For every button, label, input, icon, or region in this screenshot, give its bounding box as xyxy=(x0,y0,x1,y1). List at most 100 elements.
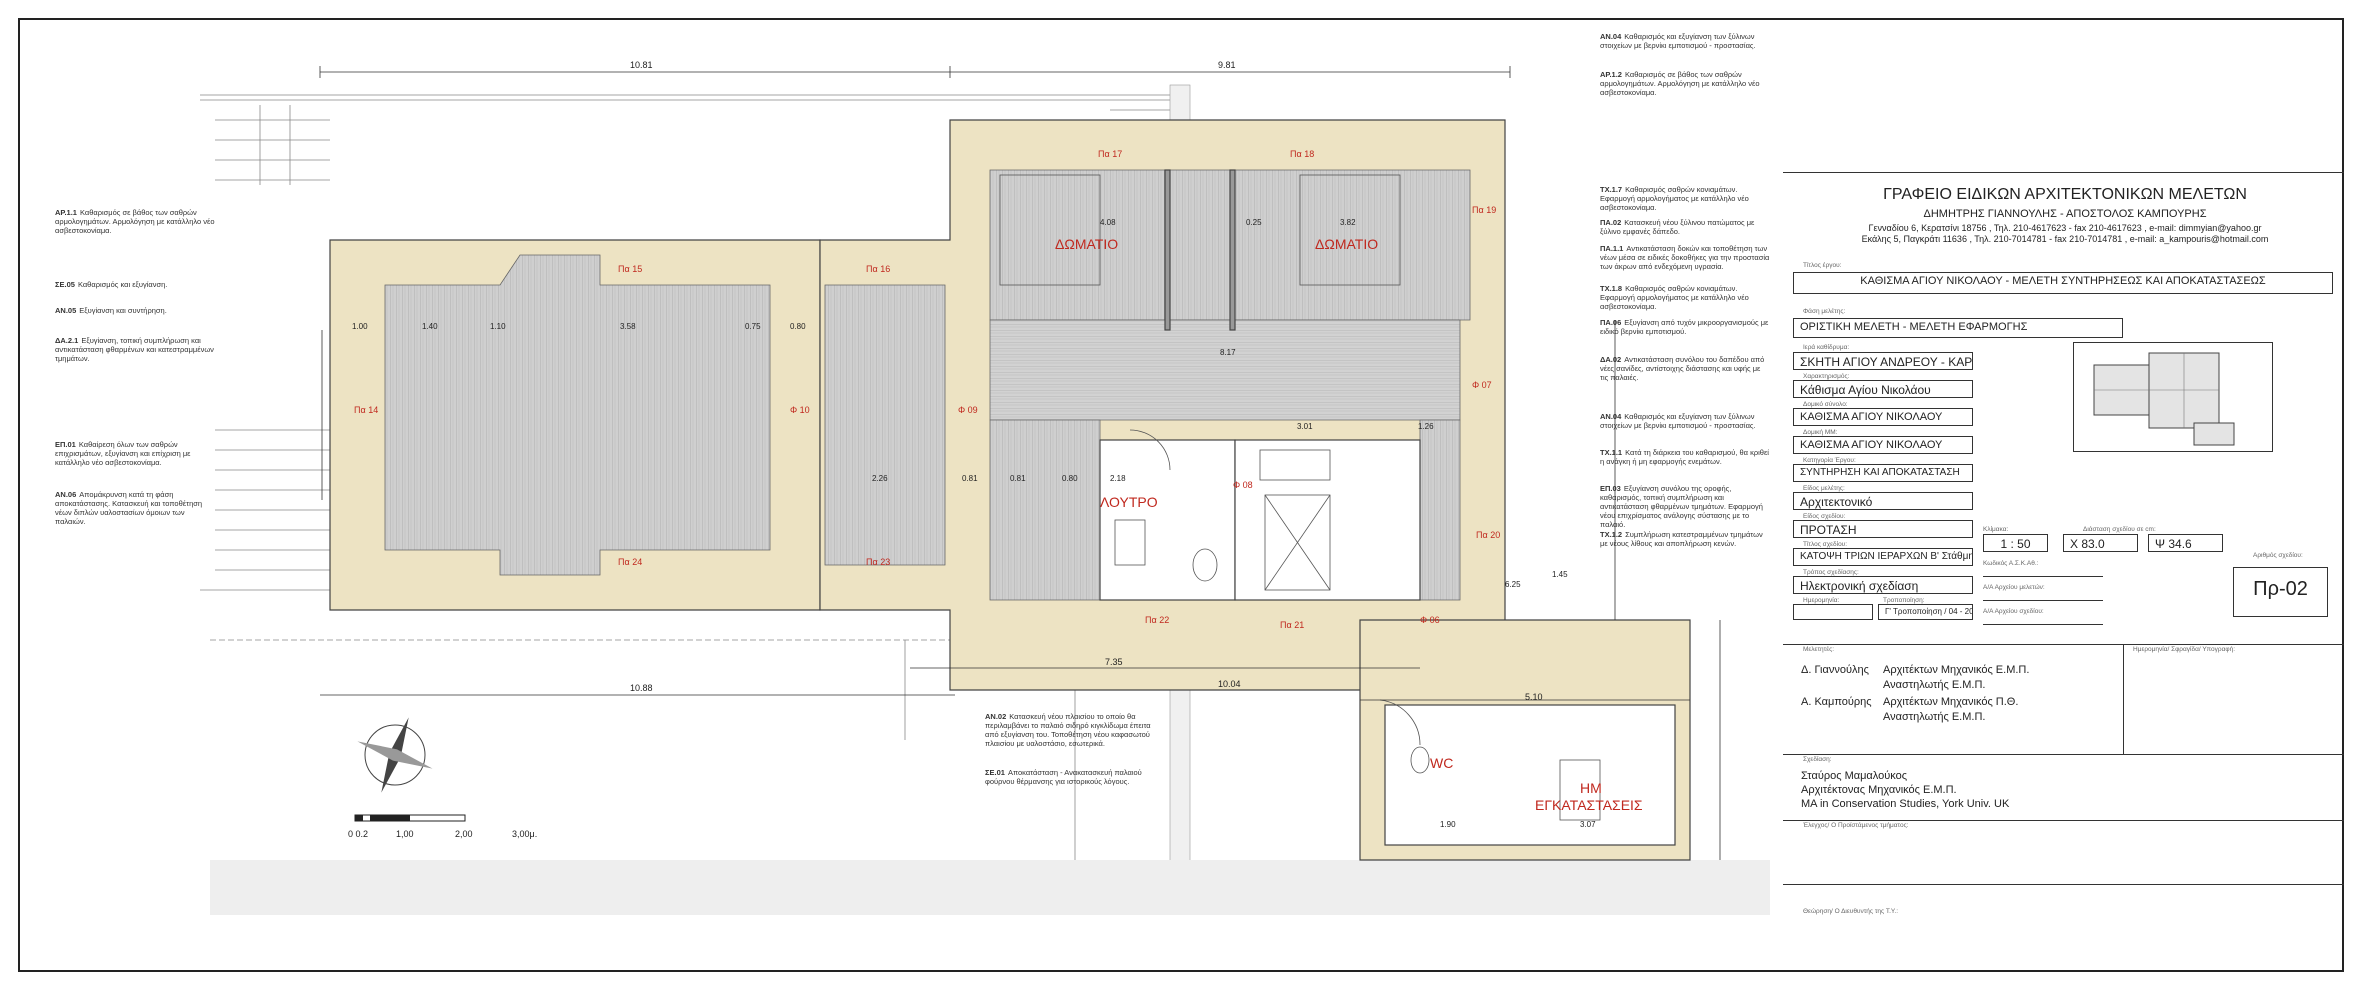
note-text: Απομάκρυνση κατά τη φάση αποκατάστασης. … xyxy=(55,490,203,526)
code-line xyxy=(1983,576,2103,577)
category-caption: Κατηγορία Έργου: xyxy=(1803,457,1856,464)
approval-divider xyxy=(1783,820,2344,821)
note-text: Καθαρισμός σαθρών κονιαμάτων. Εφαρμογή α… xyxy=(1600,185,1749,212)
note-code: ΤΧ.1.7 xyxy=(1600,185,1623,194)
dimension-label: 9.81 xyxy=(1218,60,1236,70)
sheet-frame xyxy=(18,18,2344,972)
office-header: ΓΡΑΦΕΙΟ ΕΙΔΙΚΩΝ ΑΡΧΙΤΕΚΤΟΝΙΚΩΝ ΜΕΛΕΤΩΝ Δ… xyxy=(1790,180,2340,244)
unit-field: ΚΑΘΙΣΜΑ ΑΓΙΟΥ ΝΙΚΟΛΑΟΥ xyxy=(1793,436,1973,454)
dimension-label: 1.26 xyxy=(1418,422,1434,431)
window-label: Φ 08 xyxy=(1233,480,1253,490)
note-text: Κατασκευή νέου ξύλινου πατώματος με ξύλι… xyxy=(1600,218,1755,236)
window-label: Πα 17 xyxy=(1098,149,1123,159)
drafter-caption: Σχεδίαση: xyxy=(1803,756,1832,763)
dimension-label: 8.17 xyxy=(1220,348,1236,357)
note-text: Καθαρισμός σε βάθος των σαθρών αρμολογημ… xyxy=(1600,70,1760,97)
character-field: Κάθισμα Αγίου Νικολάου xyxy=(1793,380,1973,398)
note-code: ΔΑ.2.1 xyxy=(55,336,79,345)
building-caption: Δομικό σύνολο: xyxy=(1803,401,1848,408)
drawing-title-field: ΚΑΤΟΨΗ ΤΡΙΩΝ ΙΕΡΑΡΧΩΝ Β' Στάθμη xyxy=(1793,548,1973,566)
drawing-type-field: ΠΡΟΤΑΣΗ xyxy=(1793,520,1973,538)
window-label: Πα 23 xyxy=(866,557,891,567)
drafter-divider xyxy=(1783,754,2344,755)
dimension-label: 7.35 xyxy=(1105,657,1123,667)
note-text: Κατασκευή νέου πλαισίου το οποίο θα περι… xyxy=(985,712,1151,748)
drafter-name: Σταύρος Μαμαλούκος xyxy=(1801,770,1908,782)
office-title: ΓΡΑΦΕΙΟ ΕΙΔΙΚΩΝ ΑΡΧΙΤΕΚΤΟΝΙΚΩΝ ΜΕΛΕΤΩΝ xyxy=(1883,186,2247,203)
category-field: ΣΥΝΤΗΡΗΣΗ ΚΑΙ ΑΠΟΚΑΤΑΣΤΑΣΗ xyxy=(1793,464,1973,482)
study-type-field: Αρχιτεκτονικό xyxy=(1793,492,1973,510)
aa-sheet-caption: Α/Α Αρχείου μελετών: xyxy=(1983,584,2045,591)
note-code: ΔΑ.02 xyxy=(1600,355,1622,364)
dimension-label: 10.04 xyxy=(1218,679,1241,689)
office-address-1: Γενναδίου 6, Κερατσίνι 18756 , Τηλ. 210-… xyxy=(1868,223,2262,233)
dims-caption: Διάσταση σχεδίου σε cm: xyxy=(2083,526,2156,533)
window-label: Πα 18 xyxy=(1290,149,1315,159)
window-label: Πα 16 xyxy=(866,264,891,274)
study-type-caption: Είδος μελέτης: xyxy=(1803,485,1845,492)
dimension-label: 2.26 xyxy=(872,474,888,483)
note-text: Αποκατάσταση - Ανακατασκευή παλαιού φούρ… xyxy=(985,768,1142,786)
note-text: Αντικατάσταση συνόλου του δαπέδου από νέ… xyxy=(1600,355,1765,382)
location-field: ΣΚΗΤΗ ΑΓΙΟΥ ΑΝΔΡΕΟΥ - ΚΑΡΥΕΣ xyxy=(1793,352,1973,370)
north-arrow-icon xyxy=(357,717,433,793)
dimension-label: 5.10 xyxy=(1525,692,1543,702)
drafter-title-2: MA in Conservation Studies, York Univ. U… xyxy=(1801,798,2010,810)
scale-label: 0 0.2 xyxy=(348,829,369,839)
signature-divider xyxy=(2123,644,2124,754)
window-label: Πα 21 xyxy=(1280,620,1305,630)
office-address-2: Εκάλης 5, Παγκράτι 11636 , Τηλ. 210-7014… xyxy=(1861,234,2269,244)
room-label-mech-1: ΗΜ xyxy=(1580,780,1602,796)
note-code: ΑΝ.02 xyxy=(985,712,1007,721)
note-text: Εξυγίανση και συντήρηση. xyxy=(79,306,167,315)
note-code: ΣΕ.05 xyxy=(55,280,75,289)
room-label-bedroom-2: ΔΩΜΑΤΙΟ xyxy=(1315,236,1379,252)
room-label-bath: ΛΟΥΤΡΟ xyxy=(1100,494,1158,510)
scale-label: 3,00μ. xyxy=(512,829,538,839)
room-label-wc: WC xyxy=(1430,755,1454,771)
ground-band xyxy=(210,860,1770,915)
dimension-label: 6.25 xyxy=(1505,580,1521,589)
dimension-label: 0.81 xyxy=(1010,474,1026,483)
note-code: ΠΑ.06 xyxy=(1600,318,1622,327)
note-text: Καθαρισμός και εξυγίανση των ξύλινων στο… xyxy=(1600,32,1756,50)
dimension-label: 3.01 xyxy=(1297,422,1313,431)
note-code: ΑΝ.06 xyxy=(55,490,77,499)
note-text: Καθαρισμός σε βάθος των σαθρών αρμολογημ… xyxy=(55,208,215,235)
scale-label: 1,00 xyxy=(396,829,414,839)
dimension-label: 1.45 xyxy=(1552,570,1568,579)
window-label: Πα 22 xyxy=(1145,615,1170,625)
note-text: Συμπλήρωση κατεστραμμένων τμημάτων με νέ… xyxy=(1600,530,1763,548)
dimension-label: 3.82 xyxy=(1340,218,1356,227)
note-code: ΑΝ.05 xyxy=(55,306,77,315)
author-1-title-1: Αρχιτέκτων Μηχανικός Ε.Μ.Π. xyxy=(1883,664,2030,676)
room-label-bedroom-1: ΔΩΜΑΤΙΟ xyxy=(1055,236,1119,252)
note-code: ΤΧ.1.8 xyxy=(1600,284,1623,293)
window-label: Πα 15 xyxy=(618,264,643,274)
aa-archive-caption: Α/Α Αρχείου σχεδίου: xyxy=(1983,608,2044,615)
authors-divider xyxy=(1783,644,2344,645)
note-code: ΣΕ.01 xyxy=(985,768,1005,777)
key-plan-drawing xyxy=(2093,352,2235,446)
dimension-label: 0.75 xyxy=(745,322,761,331)
dim-x-field: Χ 83.0 xyxy=(2063,534,2138,552)
aa-archive-line xyxy=(1983,624,2103,625)
dimension-label: 3.58 xyxy=(620,322,636,331)
dimension-label: 2.18 xyxy=(1110,474,1126,483)
fixtures xyxy=(999,174,1601,821)
note-text: Καθαρισμός και εξυγίανση. xyxy=(77,280,168,289)
